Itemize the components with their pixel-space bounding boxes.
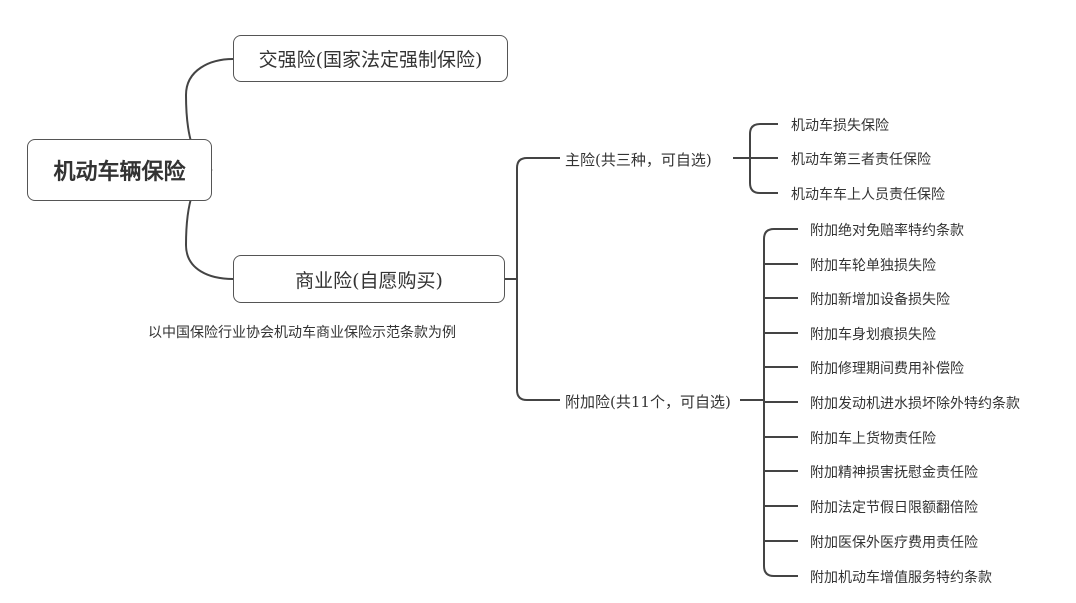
additional-item: 附加修理期间费用补偿险 bbox=[810, 361, 964, 377]
additional-item: 附加法定节假日限额翻倍险 bbox=[810, 500, 978, 516]
additional-item: 附加车轮单独损失险 bbox=[810, 258, 936, 274]
commercial-insurance-node: 商业险(自愿购买) bbox=[233, 255, 505, 303]
compulsory-insurance-label: 交强险(国家法定强制保险) bbox=[258, 49, 483, 71]
commercial-note: 以中国保险行业协会机动车商业保险示范条款为例 bbox=[148, 325, 456, 341]
root-label: 机动车辆保险 bbox=[53, 159, 186, 185]
connector-commercial-bracket bbox=[516, 168, 560, 401]
additional-insurance-label: 附加险(共11个，可自选) bbox=[565, 393, 731, 411]
connector-main-bracket bbox=[749, 123, 778, 194]
additional-item: 附加车上货物责任险 bbox=[810, 431, 936, 447]
commercial-insurance-label: 商业险(自愿购买) bbox=[295, 269, 443, 292]
additional-item: 附加机动车增值服务特约条款 bbox=[810, 570, 992, 586]
main-insurance-label: 主险(共三种，可自选) bbox=[565, 151, 712, 169]
additional-item: 附加车身划痕损失险 bbox=[810, 327, 936, 343]
additional-item: 附加精神损害抚慰金责任险 bbox=[810, 465, 978, 481]
main-item: 机动车损失保险 bbox=[791, 118, 889, 134]
connector-additional-leaves bbox=[764, 228, 798, 542]
additional-item: 附加发动机进水损坏除外特约条款 bbox=[810, 396, 1020, 412]
main-item: 机动车第三者责任保险 bbox=[791, 152, 931, 168]
main-item: 机动车车上人员责任保险 bbox=[791, 187, 945, 203]
connector-main-branch bbox=[516, 157, 560, 169]
compulsory-insurance-node: 交强险(国家法定强制保险) bbox=[233, 35, 508, 82]
additional-item: 附加绝对免赔率特约条款 bbox=[810, 223, 964, 239]
additional-item: 附加新增加设备损失险 bbox=[810, 292, 950, 308]
root-node: 机动车辆保险 bbox=[27, 139, 212, 201]
additional-item: 附加医保外医疗费用责任险 bbox=[810, 535, 978, 551]
